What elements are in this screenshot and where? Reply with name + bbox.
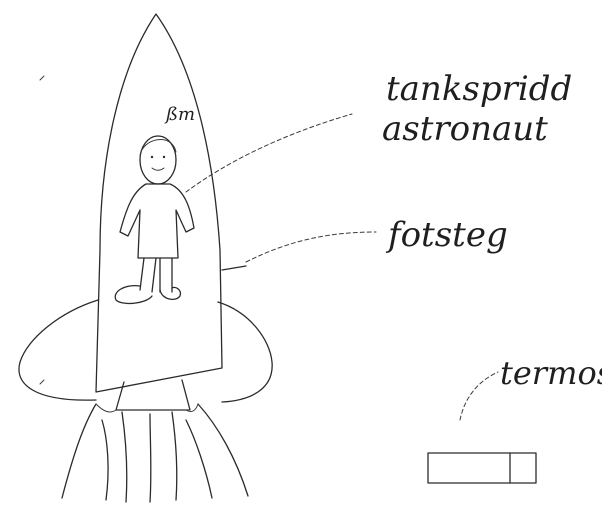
thermos-box (427, 452, 537, 484)
footstep-leader-line (245, 231, 377, 263)
stray-mark-1 (39, 75, 45, 81)
left-fin (18, 299, 99, 401)
exhaust-flames (61, 403, 249, 503)
rocket-nozzle (115, 379, 191, 411)
right-fin (217, 301, 273, 403)
stray-mark-2 (39, 379, 45, 385)
rocket-body (95, 13, 223, 393)
thermos-leader-line (459, 371, 499, 421)
thermos-label: termos (500, 354, 602, 392)
astronaut-figure (114, 135, 195, 305)
astronaut-label-line1: tankspridd (386, 69, 572, 109)
astronaut-label-line2: astronaut (382, 109, 548, 149)
footstep-marker (221, 265, 247, 271)
step-label: fotsteg (385, 215, 508, 255)
initials-label: ßm (164, 104, 195, 125)
astronaut-leader-line (185, 113, 353, 193)
